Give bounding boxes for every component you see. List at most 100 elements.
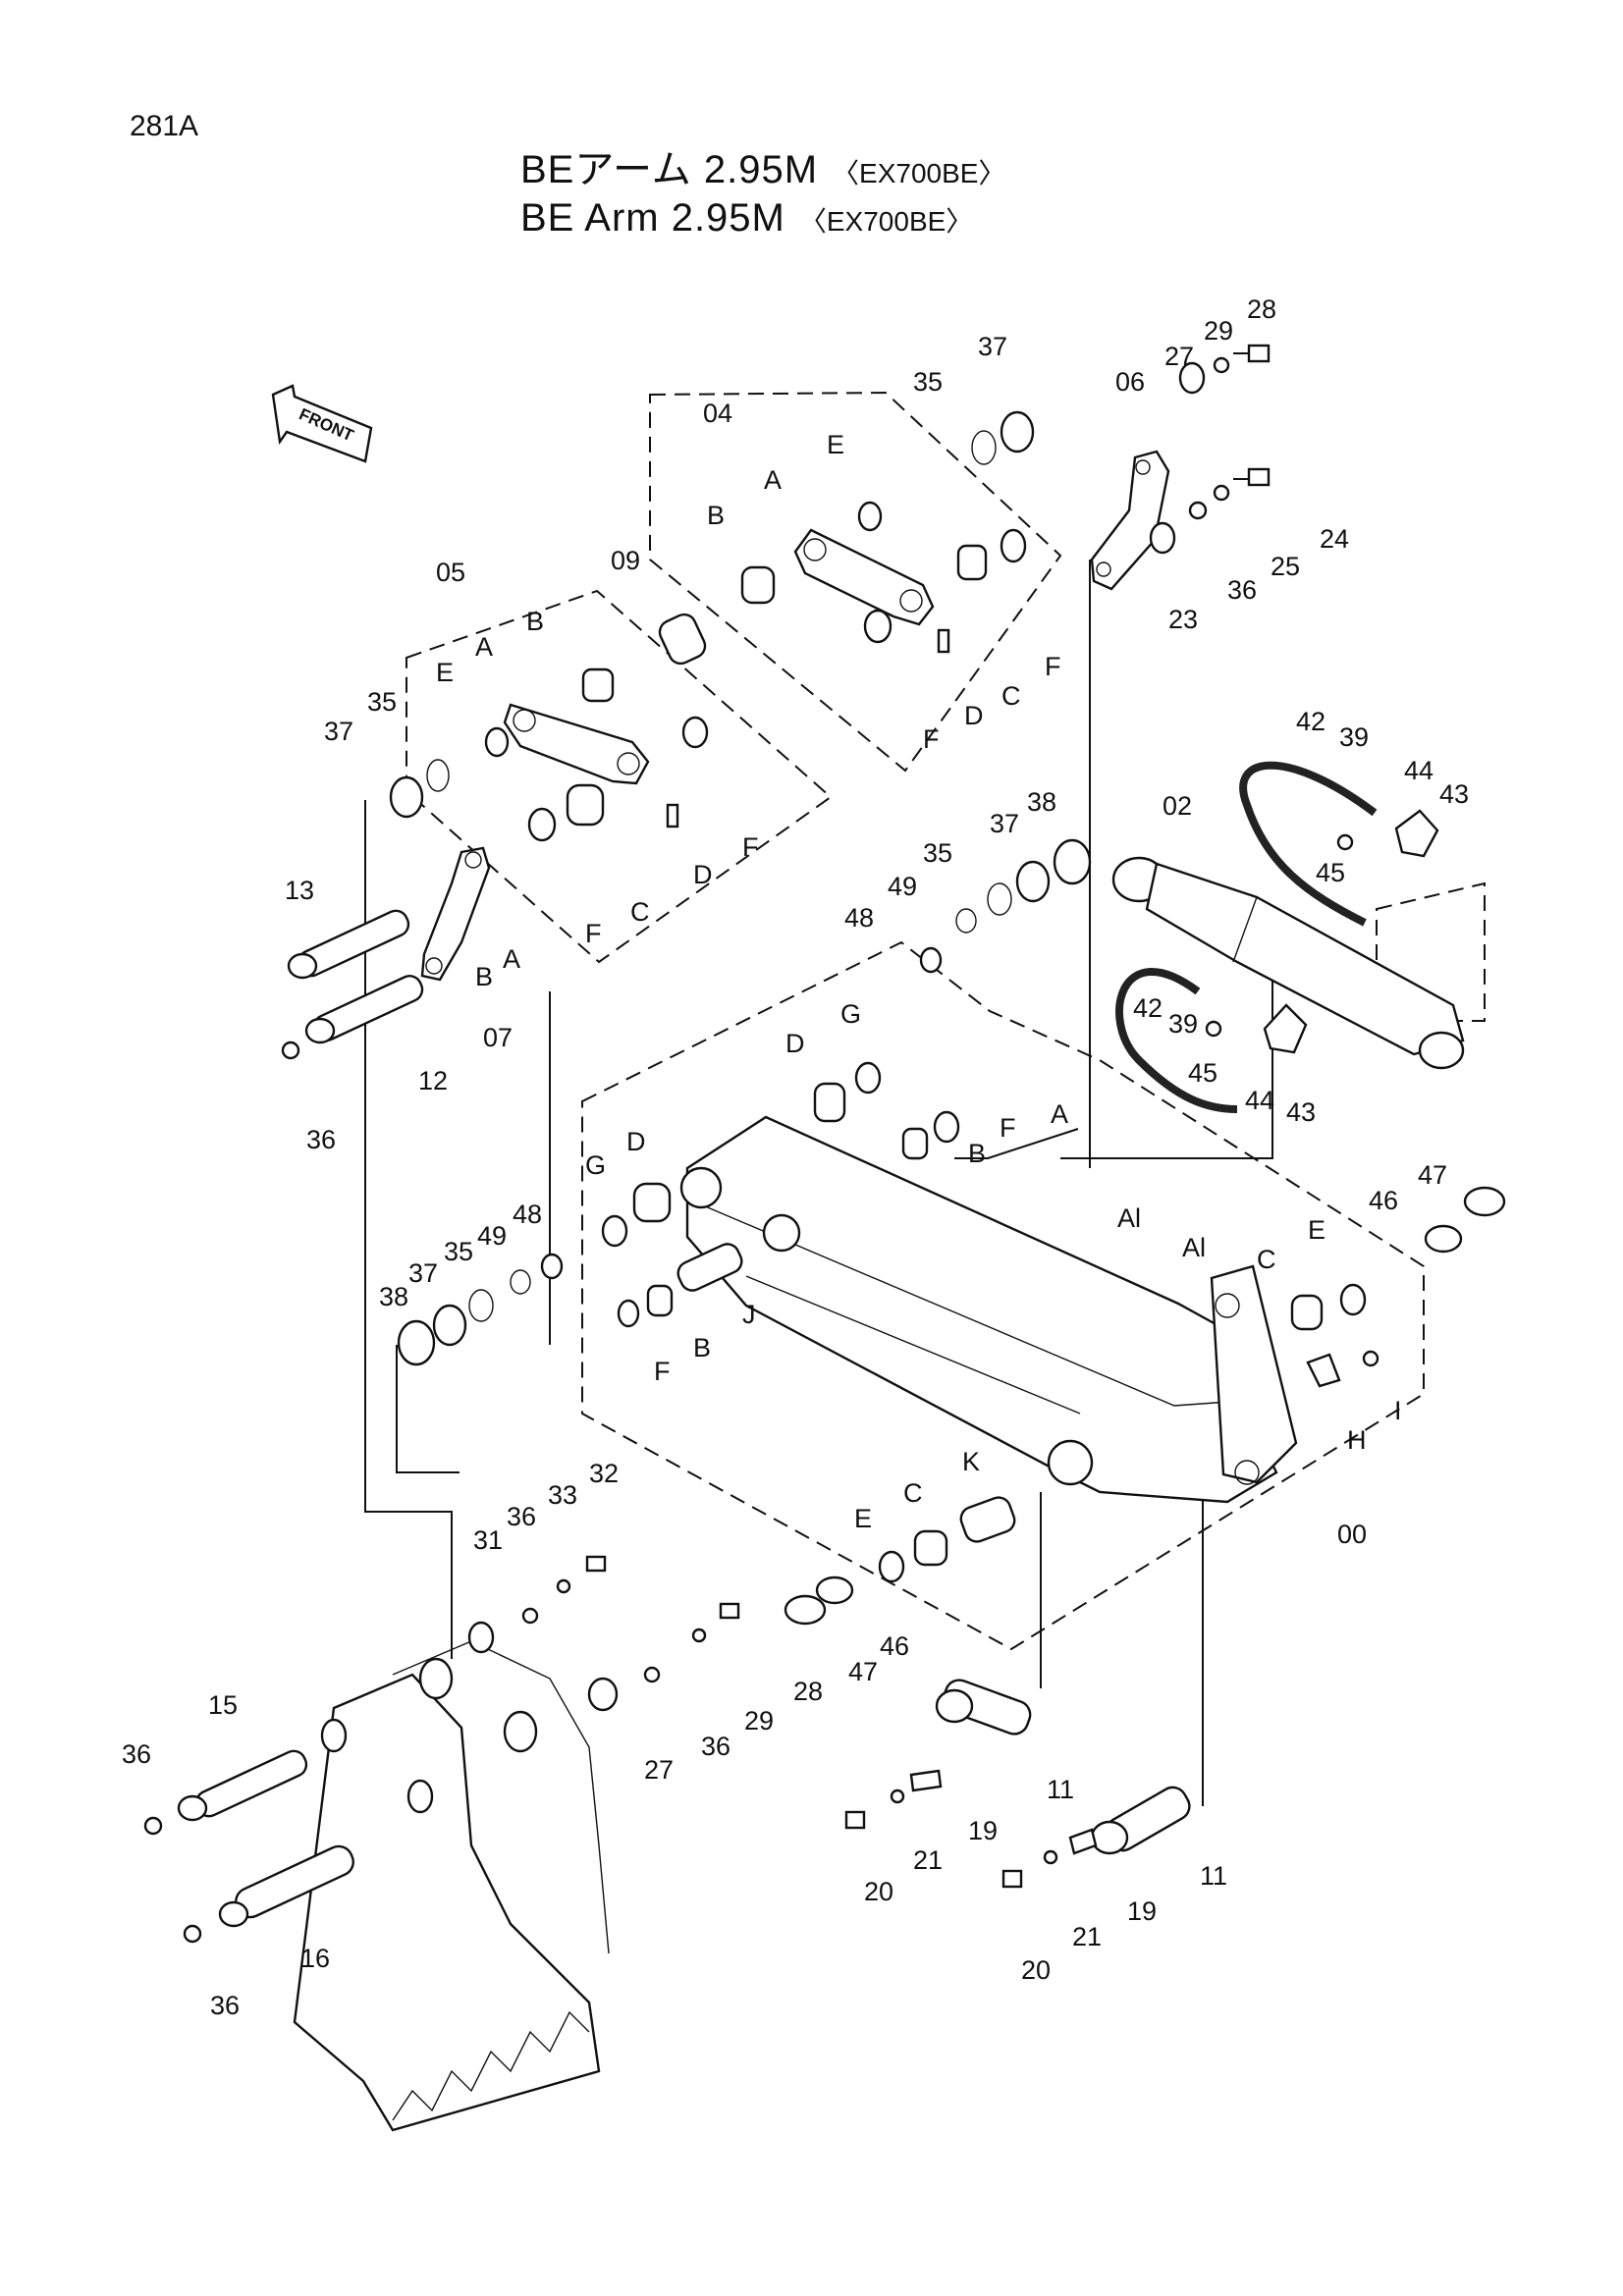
- callout-label: 49: [888, 872, 917, 901]
- callout-label: 36: [1227, 575, 1257, 605]
- callout-label: K: [962, 1447, 980, 1476]
- hose-42-icon: [1239, 761, 1378, 927]
- callout-label: 35: [923, 838, 952, 868]
- callout-label: I: [1394, 1396, 1402, 1425]
- bolt-36-icon: [281, 1041, 300, 1060]
- washer-25-icon: [1213, 484, 1230, 502]
- callout-label: 35: [913, 367, 943, 397]
- callout-label: 02: [1163, 791, 1192, 821]
- title-english: BE Arm 2.95M〈EX700BE〉: [520, 196, 973, 240]
- callout-label: 36: [122, 1739, 151, 1769]
- callout-label: 37: [990, 809, 1019, 838]
- callout-label: 15: [208, 1690, 238, 1720]
- title-japanese-text: BEアーム 2.95M: [520, 148, 819, 191]
- callout-label: 45: [1316, 858, 1345, 887]
- callout-label: C: [903, 1478, 923, 1508]
- seal-e-icon: [1339, 1283, 1367, 1316]
- bolt-28-icon: [719, 1602, 740, 1620]
- seal-f-icon: [527, 807, 557, 842]
- link-04: [793, 528, 935, 626]
- callout-label: 38: [379, 1282, 408, 1311]
- callout-label: D: [626, 1127, 646, 1156]
- pin-11-icon: [1090, 1786, 1191, 1855]
- seal-f-icon: [863, 609, 893, 644]
- callout-label: 28: [1247, 294, 1276, 324]
- seal-e-icon: [857, 501, 883, 532]
- bucket: [293, 1640, 610, 2132]
- bushing-b-icon: [901, 1127, 929, 1160]
- grease-fitting-36-icon: [521, 1607, 539, 1625]
- bushing-31-icon: [467, 1621, 495, 1654]
- shim-47-icon: [1463, 1186, 1506, 1217]
- seal-f-icon: [933, 1110, 960, 1144]
- callout-label: 23: [1168, 605, 1198, 634]
- ring-37-icon: [389, 775, 424, 819]
- washer-21-icon: [890, 1789, 905, 1804]
- callout-label: C: [1257, 1245, 1276, 1274]
- callout-label: 38: [1027, 787, 1056, 817]
- model-code-jp: 〈EX700BE〉: [832, 158, 1006, 188]
- o-ring-35-icon: [987, 882, 1012, 916]
- callout-label: Al: [1182, 1233, 1206, 1262]
- shim-49-icon: [510, 1269, 531, 1295]
- callout-label: A: [503, 944, 520, 974]
- callout-label: C: [630, 897, 650, 927]
- callout-label: 11: [1200, 1861, 1227, 1891]
- o-ring-35-icon: [971, 430, 997, 465]
- callout-label: 16: [300, 1944, 330, 1973]
- shim-46-icon: [815, 1575, 854, 1605]
- callout-label: 36: [210, 1991, 240, 2020]
- shim-47-icon: [784, 1594, 827, 1626]
- callout-label: 44: [1245, 1086, 1274, 1115]
- callout-label: E: [854, 1504, 872, 1533]
- callout-label: 29: [744, 1706, 774, 1735]
- seal-38-icon: [397, 1319, 436, 1366]
- callout-label: 06: [1115, 367, 1145, 397]
- callout-label: A: [475, 632, 493, 662]
- model-code-en: 〈EX700BE〉: [798, 206, 974, 237]
- callout-label: A: [764, 465, 782, 495]
- bushing-k-icon: [959, 1496, 1016, 1543]
- callout-label: 48: [844, 903, 874, 933]
- callout-label: 39: [1168, 1009, 1198, 1039]
- callout-label: B: [526, 607, 544, 636]
- callout-label: F: [1045, 652, 1061, 681]
- ring-37-icon: [1000, 410, 1035, 454]
- pin-12-icon: [304, 975, 424, 1044]
- callout-label: 37: [978, 332, 1007, 361]
- callout-label: 09: [611, 546, 640, 575]
- callout-label: D: [693, 860, 713, 889]
- bolt-32-icon: [585, 1555, 607, 1573]
- plate-19-icon: [1068, 1828, 1098, 1855]
- callout-label: F: [585, 919, 602, 948]
- seal-g-icon: [854, 1061, 882, 1095]
- seal-38-icon: [1053, 838, 1092, 885]
- link-05: [503, 703, 650, 785]
- callout-label: 04: [703, 399, 732, 428]
- callout-label: C: [1001, 681, 1021, 711]
- callout-label: 33: [548, 1480, 577, 1510]
- callout-label: 13: [285, 876, 314, 905]
- callout-label: 20: [1021, 1955, 1051, 1985]
- callout-label: J: [742, 1300, 756, 1329]
- bushing-c-icon: [956, 544, 988, 581]
- callout-label: G: [840, 999, 861, 1029]
- callout-label: B: [968, 1139, 986, 1168]
- bushing-b-icon: [581, 667, 615, 703]
- grease-fitting-36-icon: [1188, 501, 1208, 520]
- pin-15-icon: [177, 1749, 308, 1822]
- assembly-04-outline: [649, 391, 1062, 773]
- callout-label: 42: [1133, 993, 1163, 1023]
- callout-label: 21: [1072, 1922, 1102, 1951]
- callout-label: 29: [1204, 316, 1233, 346]
- bolt-i-icon: [1362, 1350, 1380, 1367]
- callout-label: 36: [507, 1502, 536, 1531]
- seal-g-icon: [601, 1214, 628, 1248]
- bolt-20-icon: [1001, 1869, 1023, 1889]
- callout-label: 47: [1418, 1160, 1447, 1190]
- pin-j-icon: [676, 1243, 743, 1292]
- washer-29-icon: [691, 1628, 707, 1643]
- callout-label: 46: [1369, 1186, 1398, 1215]
- washer-48-icon: [919, 946, 943, 974]
- callout-label: 07: [483, 1023, 513, 1052]
